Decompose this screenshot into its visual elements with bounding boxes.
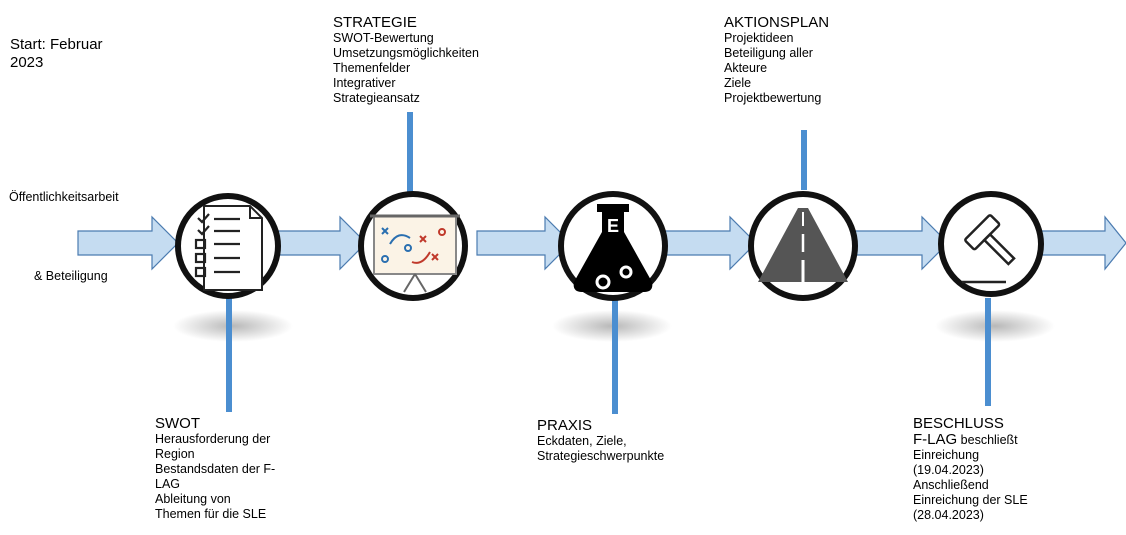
flow-arrow xyxy=(267,215,367,271)
stage-title: AKTIONSPLAN xyxy=(724,14,830,31)
flow-arrow xyxy=(77,215,179,271)
stage-line: Region xyxy=(155,447,195,461)
stage-title: PRAXIS xyxy=(537,417,593,434)
stage-line: Einreichung der SLE xyxy=(913,493,1028,507)
stage-title: SWOT xyxy=(155,415,200,432)
stage-line: SWOT-Bewertung xyxy=(333,31,434,45)
circle-shadow xyxy=(935,310,1055,342)
flow-arrow xyxy=(476,215,572,271)
stage-line: Akteure xyxy=(724,61,768,75)
stage-line: Beteiligung aller xyxy=(724,46,813,60)
connector-lines xyxy=(226,112,991,414)
road-icon xyxy=(748,191,858,301)
stage-beschluss: BESCHLUSS F-LAG beschließt Einreichung (… xyxy=(913,415,1028,523)
stage-lead: F-LAG beschließt xyxy=(913,432,1028,448)
stage-line: Themen für die SLE xyxy=(155,507,267,521)
stage-title: BESCHLUSS xyxy=(913,415,1004,432)
gavel-icon xyxy=(938,191,1044,297)
stage-line: Eckdaten, Ziele, xyxy=(537,434,627,448)
stage-line: (28.04.2023) xyxy=(913,508,984,522)
stage-praxis: PRAXIS Eckdaten, Ziele, Strategieschwerp… xyxy=(537,417,664,464)
stage-strategie: STRATEGIE SWOT-Bewertung Umsetzungsmögli… xyxy=(333,14,479,106)
flow-arrow xyxy=(657,215,757,271)
start-info: Start: Februar 2023 xyxy=(10,36,103,72)
stage-line: (19.04.2023) xyxy=(913,463,984,477)
stage-line: Strategieschwerpunkte xyxy=(537,449,665,463)
strategy-board-icon xyxy=(358,191,468,301)
stage-line: Themenfelder xyxy=(333,61,411,75)
stage-swot: SWOT Herausforderung der Region Bestands… xyxy=(155,415,275,522)
stage-title: STRATEGIE xyxy=(333,14,417,31)
stage-line: LAG xyxy=(155,477,181,491)
flow-arrow xyxy=(852,215,949,271)
side-label-participation: & Beteiligung xyxy=(34,269,108,283)
stage-line: Integrativer xyxy=(333,76,396,90)
start-line-2: 2023 xyxy=(10,54,44,71)
stage-line: Umsetzungsmöglichkeiten xyxy=(333,46,479,60)
flow-arrows xyxy=(77,215,1126,271)
stage-line: Anschließend xyxy=(913,478,989,492)
stage-line: Ziele xyxy=(724,76,752,90)
stage-line: Ableitung von xyxy=(155,492,231,506)
checklist-icon xyxy=(175,193,281,299)
stage-lead-big: F-LAG xyxy=(913,431,958,448)
side-label-publicity: Öffentlichkeitsarbeit xyxy=(9,190,119,204)
stage-line: Strategieansatz xyxy=(333,91,420,105)
stage-line: Herausforderung der xyxy=(155,432,271,446)
circle-shadow xyxy=(173,310,293,342)
stage-line: Projektbewertung xyxy=(724,91,822,105)
start-line-1: Start: Februar xyxy=(10,36,103,53)
stage-line: Bestandsdaten der F- xyxy=(155,462,276,476)
svg-text:E: E xyxy=(607,216,619,236)
stage-lead-small: beschließt xyxy=(957,433,1018,447)
stage-line: Einreichung xyxy=(913,448,980,462)
stage-aktionsplan: AKTIONSPLAN Projektideen Beteiligung all… xyxy=(724,14,829,106)
flow-arrow xyxy=(1037,215,1126,271)
flask-icon: E xyxy=(558,191,668,301)
stage-line: Projektideen xyxy=(724,31,794,45)
